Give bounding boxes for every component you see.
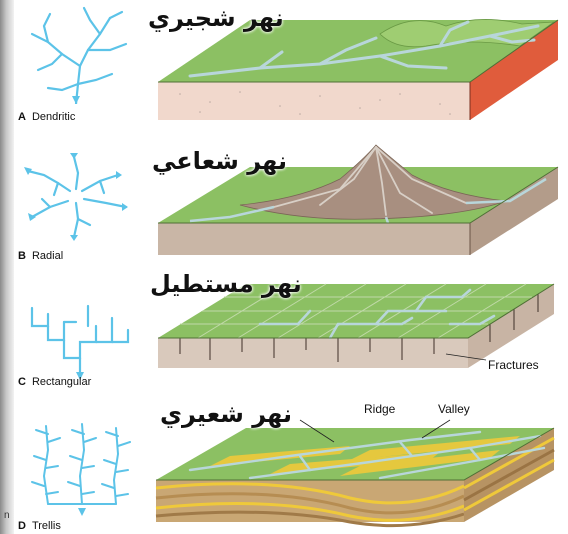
- trellis-block-diagram: [155, 419, 555, 528]
- pattern-name: Rectangular: [31, 376, 92, 388]
- dendritic-block-diagram: [158, 19, 559, 120]
- label-radial: B Radial: [18, 250, 63, 262]
- panel-letter: A: [18, 111, 26, 123]
- trellis-pattern-icon: [31, 423, 131, 516]
- panel-radial: B Radial نهر شعاعي: [0, 135, 568, 265]
- rectangular-pattern-icon: [30, 304, 130, 380]
- panel-letter: C: [18, 376, 26, 388]
- arabic-title-radial: نهر شعاعي: [152, 147, 287, 175]
- pattern-name: Dendritic: [31, 111, 76, 123]
- callout-fractures: Fractures: [488, 358, 539, 372]
- label-trellis: D Trellis: [18, 520, 61, 532]
- panel-trellis: D Trellis: [0, 398, 568, 534]
- callout-ridge: Ridge: [364, 402, 396, 416]
- stray-mark: n: [4, 510, 10, 521]
- book-binding-edge: [0, 0, 14, 534]
- radial-pattern-icon: [24, 153, 128, 241]
- panel-letter: B: [18, 250, 26, 262]
- callout-valley: Valley: [438, 402, 470, 416]
- dendritic-pattern-icon: [30, 6, 128, 104]
- pattern-name: Trellis: [31, 520, 61, 532]
- arabic-title-trellis: نهر شعيري: [160, 400, 293, 428]
- radial-block-diagram: [158, 144, 559, 255]
- panel-dendritic: A Dendritic نهر شجيري: [0, 0, 568, 130]
- label-rectangular: C Rectangular: [18, 376, 91, 388]
- label-dendritic: A Dendritic: [18, 111, 75, 123]
- arabic-title-rectangular: نهر مستطيل: [150, 270, 302, 298]
- rectangular-block-diagram: [158, 283, 555, 368]
- panel-letter: D: [18, 520, 26, 532]
- pattern-name: Radial: [31, 250, 64, 262]
- arabic-title-dendritic: نهر شجيري: [148, 4, 284, 32]
